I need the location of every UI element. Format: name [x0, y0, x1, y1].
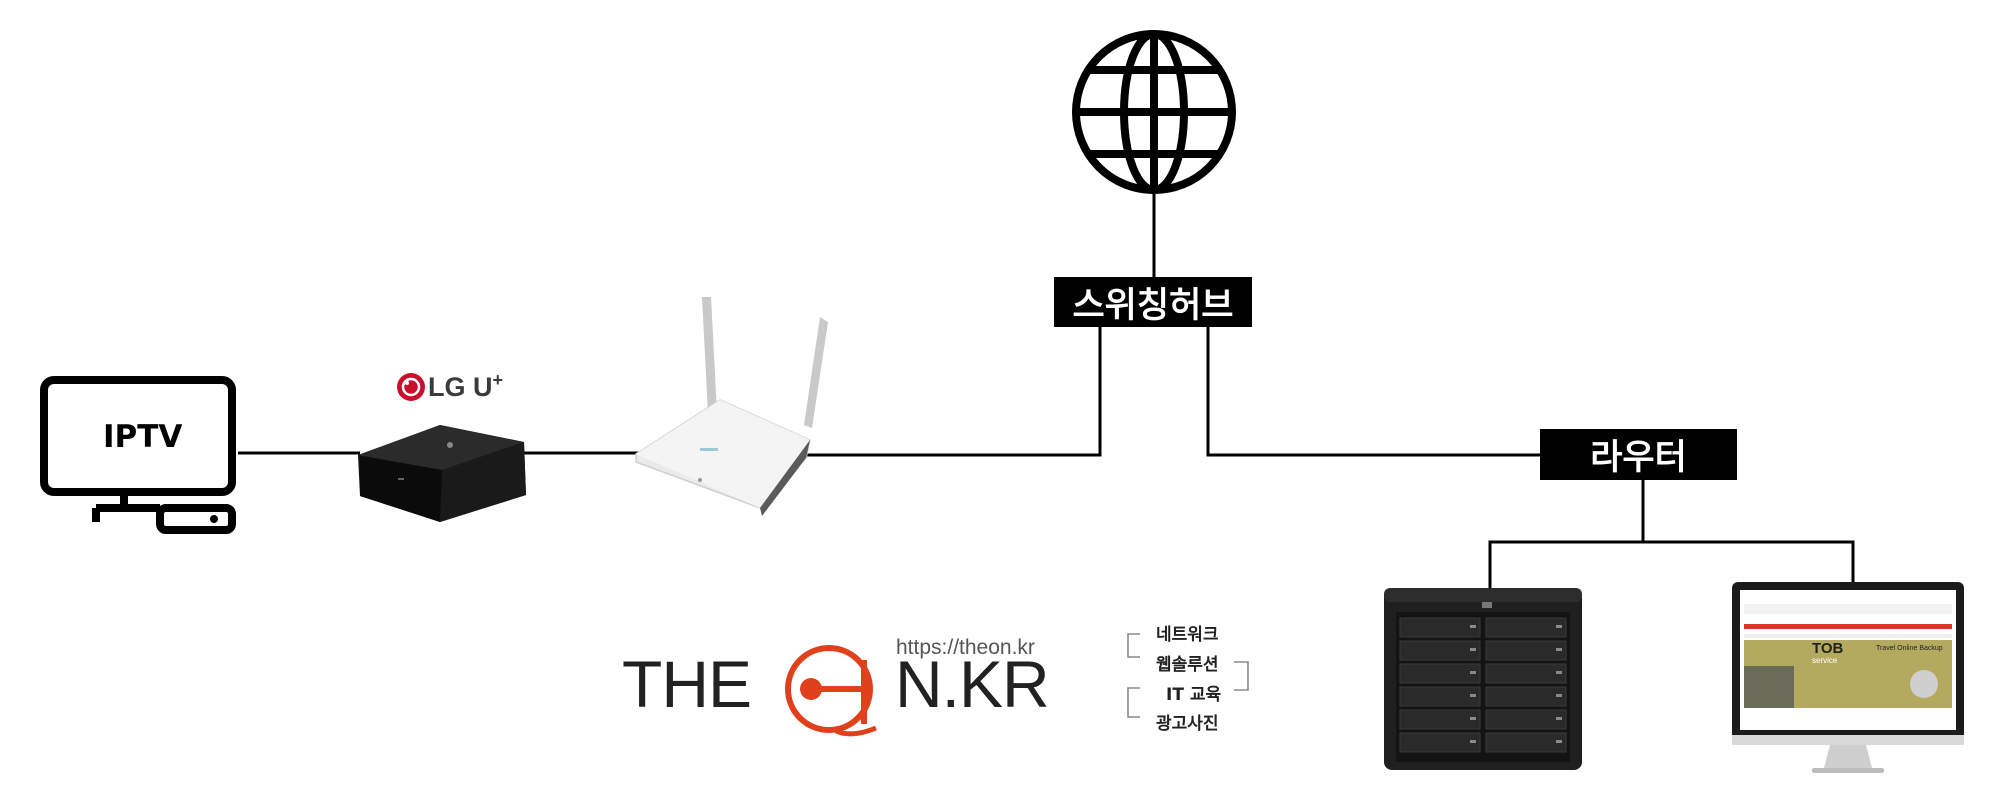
nas-drive-bay: [1399, 617, 1481, 638]
logo-the-text: THE: [622, 647, 752, 721]
nas-drive-bay: [1399, 709, 1481, 730]
router-branch-line: [1488, 540, 1855, 590]
desktop-monitor-image: [1732, 582, 1964, 773]
globe-icon: [1072, 30, 1236, 194]
settop-box-image: [358, 425, 526, 522]
menu-item-ad-photo: 광고사진: [1156, 714, 1219, 734]
menu-item-web-solution: 웹솔루션: [1156, 655, 1219, 675]
logo-nkr-text: N.KR: [895, 647, 1050, 721]
nas-drive-bay: [1485, 686, 1567, 707]
nas-drive-bay: [1399, 640, 1481, 661]
wifi-router-image: [635, 297, 828, 516]
lg-logo-icon: [397, 373, 425, 401]
iptv-label: IPTV: [103, 419, 183, 455]
monitor-screen-sub: service: [1812, 656, 1838, 665]
menu-brackets: [1127, 633, 1249, 718]
nas-drive-led: [1470, 671, 1476, 674]
nas-drive-led: [1556, 740, 1562, 743]
nas-drive-led: [1556, 625, 1562, 628]
nas-drive-bay: [1399, 732, 1481, 753]
nas-drive-led: [1470, 740, 1476, 743]
router-label: 라우터: [1540, 429, 1737, 480]
connector-lines: [238, 185, 1855, 590]
tv-power-dot: [210, 515, 218, 523]
nas-drive-led: [1470, 717, 1476, 720]
hub-to-modem-line: [805, 320, 1102, 457]
nas-drive-led: [1556, 671, 1562, 674]
nas-drive-led: [1556, 648, 1562, 651]
tv-monitor-icon: [40, 376, 236, 534]
hub-to-router-line: [1206, 320, 1546, 457]
logo-url: https://theon.kr: [896, 636, 1035, 659]
nas-drive-led: [1556, 717, 1562, 720]
monitor-screen-brand: TOB: [1812, 640, 1844, 657]
lg-brand-name: LG U: [428, 372, 493, 402]
nas-drive-bay: [1485, 732, 1567, 753]
theon-logo-mark: [785, 645, 877, 737]
lg-brand-text: LG U+: [428, 370, 503, 403]
monitor-screen-tagline: Travel Online Backup: [1876, 645, 1943, 652]
nas-drive-bay: [1399, 663, 1481, 684]
nas-drive-bay: [1485, 617, 1567, 638]
menu-item-network: 네트워크: [1156, 625, 1219, 645]
nas-drive-led: [1470, 648, 1476, 651]
nas-drive-bay: [1485, 709, 1567, 730]
nas-drive-bays: [1399, 617, 1567, 753]
nas-drive-led: [1556, 694, 1562, 697]
nas-drive-led: [1470, 694, 1476, 697]
nas-drive-bay: [1399, 686, 1481, 707]
nas-drive-led: [1470, 625, 1476, 628]
menu-item-it-education: IT 교육: [1166, 685, 1222, 705]
nas-drive-bay: [1485, 640, 1567, 661]
switching-hub-label: 스위칭허브: [1054, 277, 1252, 327]
lg-brand-plus: +: [492, 370, 504, 390]
nas-drive-bay: [1485, 663, 1567, 684]
